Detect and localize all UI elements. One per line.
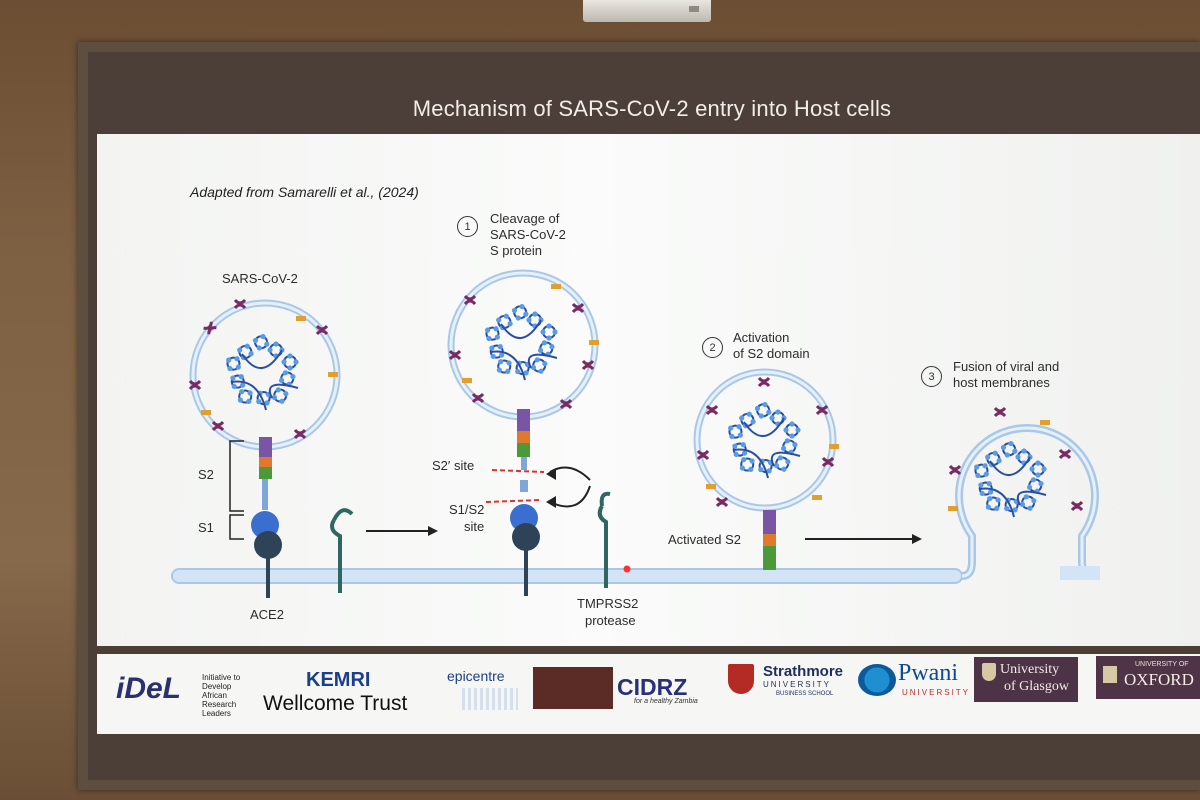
s2prime-label: S2′ site [432, 458, 475, 473]
step-1-line-3: S protein [490, 243, 543, 258]
step-3-line-2: host membranes [953, 375, 1050, 390]
epicentre-logo: epicentre [447, 668, 505, 684]
spike-1 [251, 437, 282, 598]
sensor-light [689, 6, 699, 12]
step-2-line-2: of S2 domain [733, 346, 810, 361]
slide-title: Mechanism of SARS-CoV-2 entry into Host … [412, 96, 892, 121]
s2-label: S2 [198, 467, 214, 482]
step-1-line-1: Cleavage of [490, 211, 560, 226]
site-label: site [464, 519, 485, 534]
step-2-number: 2 [702, 337, 723, 358]
oxford-university-of: UNIVERSITY OF [1135, 661, 1189, 668]
step-2-line-1: Activation [733, 330, 790, 345]
virion-2 [447, 269, 599, 421]
host-membrane [171, 568, 963, 584]
figure-credit: Adapted from Samarelli et al., (2024) [190, 184, 419, 200]
epicentre-world-map [462, 688, 518, 710]
idel-logo: iDeL [116, 672, 182, 705]
slide-title-bar: Mechanism of SARS-CoV-2 entry into Host … [94, 85, 1200, 133]
s1-label: S1 [198, 520, 214, 535]
step-1-line-2: SARS-CoV-2 [490, 227, 566, 242]
fused-virion-contents [948, 406, 1084, 525]
s2prime-cleavage [491, 469, 545, 473]
s1-bracket [229, 514, 244, 540]
activated-s2 [763, 510, 776, 570]
oxford-logo: OXFORD [1124, 670, 1194, 689]
tmprss2-2 [597, 491, 611, 588]
strathmore-logo: Strathmore [763, 663, 844, 680]
ace2-label: ACE2 [250, 607, 284, 622]
activated-s2-label: Activated S2 [668, 532, 741, 547]
glasgow-logo-line-2: of Glasgow [1004, 679, 1069, 694]
tmprss2-1 [330, 508, 354, 593]
virus-label: SARS-CoV-2 [222, 271, 298, 286]
virion-1 [188, 298, 341, 451]
glasgow-crest [982, 663, 996, 681]
cidrz-logo: CIDRZ [617, 674, 688, 700]
strathmore-crest [728, 664, 754, 694]
step-3-number: 3 [921, 366, 942, 387]
step-1-number: 1 [457, 216, 478, 237]
pwani-university: UNIVERSITY [902, 688, 971, 697]
ceiling-sensor [583, 0, 711, 22]
kemri-logo: KEMRI [306, 669, 371, 691]
strathmore-university: UNIVERSITY [763, 680, 832, 689]
step-3-line-1: Fusion of viral and [953, 359, 1060, 374]
s1s2-label: S1/S2 [449, 502, 485, 517]
virion-3 [693, 368, 839, 512]
pwani-emblem [858, 664, 896, 696]
oxford-crest [1103, 666, 1117, 683]
pwani-logo: Pwani [898, 660, 958, 686]
spike-2 [510, 409, 540, 596]
tmprss2-label: TMPRSS2 [577, 596, 639, 611]
s2-bracket [229, 440, 244, 512]
s1s2-cleavage [485, 499, 541, 503]
laser-pointer-dot [623, 565, 631, 573]
cidrz-people-graphic [533, 667, 613, 709]
wellcome-trust-logo: Wellcome Trust [263, 692, 408, 715]
glasgow-logo-line-1: University [1000, 662, 1060, 677]
protease-label: protease [585, 613, 636, 628]
cidrz-tagline: for a healthy Zambia [634, 698, 698, 705]
strathmore-business-school: BUSINESS SCHOOL [776, 691, 834, 697]
